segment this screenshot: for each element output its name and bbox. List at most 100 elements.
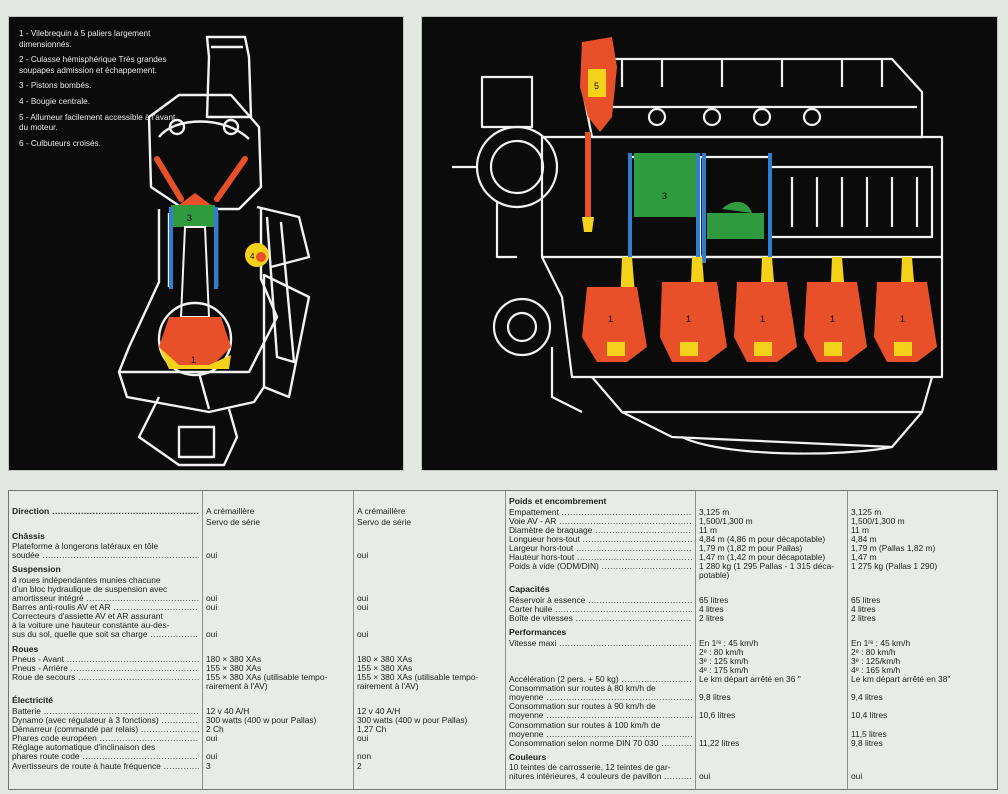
spec-value-a: 11 m (699, 524, 844, 535)
engine-side-section-panel: 3 1 4 1 - Vilebrequin à 5 paliers largem… (8, 16, 404, 471)
spec-label-text: Dynamo (avec régulateur à 3 fonctions) (12, 716, 199, 725)
spec-value-a: rairement à l'AV) (206, 682, 350, 691)
spec-label-text: d'un bloc hydraulique de suspension avec (12, 583, 168, 594)
section-heading-text: Roues (12, 643, 39, 654)
spec-value-b: 1 275 kg (Pallas 1 290) (851, 562, 996, 571)
spec-value-b: 155 × 380 XAs (357, 664, 502, 673)
spec-label: Vitesse maxi (509, 639, 692, 648)
section-heading: Suspension (12, 565, 199, 574)
spec-value-b-text: 9,8 litres (851, 737, 883, 748)
spec-value-b-text: 155 × 380 XAs (357, 663, 413, 674)
spec-label: moyenne (509, 711, 692, 720)
spec-label-text: 10 teintes de carrosserie, 12 teintes de… (509, 762, 671, 773)
spec-label-text: Réservoir à essence (509, 596, 692, 605)
spec-value-a-text: 65 litres (699, 594, 729, 605)
spec-value-b: oui (357, 630, 502, 639)
spec-value-b-text: rairement à l'AV) (357, 681, 419, 692)
spec-value-b-text: 1 275 kg (Pallas 1 290) (851, 561, 938, 572)
spec-label-text: amortisseur intégré (12, 594, 199, 603)
spec-label: Barres anti-roulis AV et AR (12, 603, 199, 612)
spec-value-a-text: 3 (206, 760, 211, 771)
spec-label-text: Pneus - Avant (12, 655, 199, 664)
spec-value-b: 3,125 m (851, 507, 996, 517)
section-heading-text: Poids et encombrement (509, 496, 607, 506)
spec-value-a-text: 1,47 m (1,42 m pour décapotable) (699, 552, 826, 562)
section-heading: Capacités (509, 585, 692, 594)
legend-item-4: 4 - Bougie centrale. (19, 96, 91, 106)
spec-value-b: 2ᵉ : 80 km/h (851, 647, 996, 657)
spec-value-a: Servo de série (206, 517, 350, 527)
spec-label: phares route code (12, 752, 199, 761)
spec-label-text: Empattement (509, 508, 692, 517)
spec-label-text: Correcteurs d'assiette AV et AR assurant (12, 611, 163, 622)
spec-label: Accélération (2 pers. + 50 kg) (509, 675, 692, 684)
spec-value-a-text: A crémaillère (206, 506, 255, 516)
spec-value-a: A crémaillère (206, 506, 350, 516)
spec-value-a: 300 watts (400 w pour Pallas) (206, 715, 350, 725)
spec-value-a-text: 300 watts (400 w pour Pallas) (206, 715, 317, 725)
spec-value-a: 1 280 kg (1 295 Pallas - 1 315 déca- (699, 562, 844, 571)
spec-value-a: oui (206, 551, 350, 560)
spec-value-b-text: 65 litres (851, 594, 881, 605)
spec-value-b: Servo de série (357, 517, 502, 527)
spec-label: Empattement (509, 508, 692, 517)
spec-label: Poids à vide (ODM/DIN) (509, 562, 692, 571)
spec-label-text: sus du sol, quelle que soit sa charge (12, 630, 199, 639)
spec-value-a-text: 12 v 40 A/H (206, 705, 250, 716)
section-heading: Roues (12, 643, 199, 654)
spec-value-b-text: 12 v 40 A/H (357, 705, 401, 716)
spec-value-a: 180 × 380 XAs (206, 654, 350, 664)
spec-label: Roue de secours (12, 673, 199, 682)
right-crank-label-3: 1 (760, 314, 765, 324)
section-heading: Électricité (12, 696, 199, 705)
spec-value-b-text: oui (357, 629, 369, 640)
spec-value-b: 1,27 Ch (357, 725, 502, 734)
left-label-column: DirectionChâssisPlateforme à longerons l… (9, 491, 203, 789)
spec-value-a: 2 litres (699, 613, 844, 623)
section-heading: Couleurs (509, 752, 692, 762)
spec-value-a-text: 11 m (699, 524, 717, 535)
spec-value-b-text: 155 × 380 XAs (utilisable tempo- (357, 672, 479, 683)
spec-value-b-text: 10,4 litres (851, 710, 888, 721)
spec-value-a-text: rairement à l'AV) (206, 681, 268, 692)
spec-label: moyenne (509, 693, 692, 702)
spec-label: Consommation sur routes à 100 km/h de (509, 720, 692, 730)
spec-value-b: En 1ʳᵉ : 45 km/h (851, 638, 996, 648)
spec-value-b: 2 (357, 761, 502, 771)
spec-value-a-text: 9,8 litres (699, 692, 731, 703)
spec-label-text: soudée (12, 551, 199, 560)
spec-label-text: moyenne (509, 730, 692, 739)
spec-label: à la voiture une hauteur constante au-de… (12, 621, 199, 630)
spec-value-b: 155 × 380 XAs (utilisable tempo- (357, 673, 502, 682)
spec-label: Dynamo (avec régulateur à 3 fonctions) (12, 716, 199, 725)
spec-label: Pneus - Avant (12, 655, 199, 664)
spec-label-text: Largeur hors-tout (509, 544, 692, 553)
spec-label: Voie AV - AR (509, 517, 692, 526)
section-heading-text: Électricité (12, 695, 54, 706)
spec-value-a-text: 3ᵉ : 125 km/h (699, 655, 749, 666)
spec-value-a-text: 1 280 kg (1 295 Pallas - 1 315 déca- (699, 561, 835, 572)
spec-value-a-text: oui (206, 733, 218, 744)
spec-label: Boîte de vitesses (509, 614, 692, 623)
spec-value-a: 65 litres (699, 594, 844, 605)
spec-value-b: 65 litres (851, 594, 996, 605)
section-heading: Performances (509, 628, 692, 637)
spec-value-a-text: oui (206, 751, 218, 762)
spec-label: nitures intérieures, 4 couleurs de pavil… (509, 772, 692, 781)
spec-label: Démarreur (commandé par relais) (12, 725, 199, 734)
legend-item-2: 2 - Culasse hémisphérique Très grandes s… (19, 55, 167, 75)
specifications-table: DirectionChâssisPlateforme à longerons l… (8, 490, 998, 790)
spec-label: Plateforme à longerons latéraux en tôle (12, 542, 199, 551)
spec-value-a-text: 4,84 m (4,86 m pour décapotable) (699, 533, 826, 544)
spec-value-a-text: oui (206, 550, 218, 561)
spec-value-a: oui (206, 593, 350, 603)
right-crank-label-1: 1 (608, 314, 613, 324)
spec-label-text: Consommation selon norme DIN 70 030 (509, 739, 692, 748)
right-piston-label: 3 (662, 191, 667, 201)
spec-value-a: 2 Ch (206, 725, 350, 734)
spec-label: Avertisseurs de route à haute fréquence (12, 762, 199, 771)
spec-label-text: Diamètre de braquage (509, 526, 692, 535)
spec-value-b-text: non (357, 751, 371, 762)
spec-value-a: 11,22 litres (699, 738, 844, 748)
